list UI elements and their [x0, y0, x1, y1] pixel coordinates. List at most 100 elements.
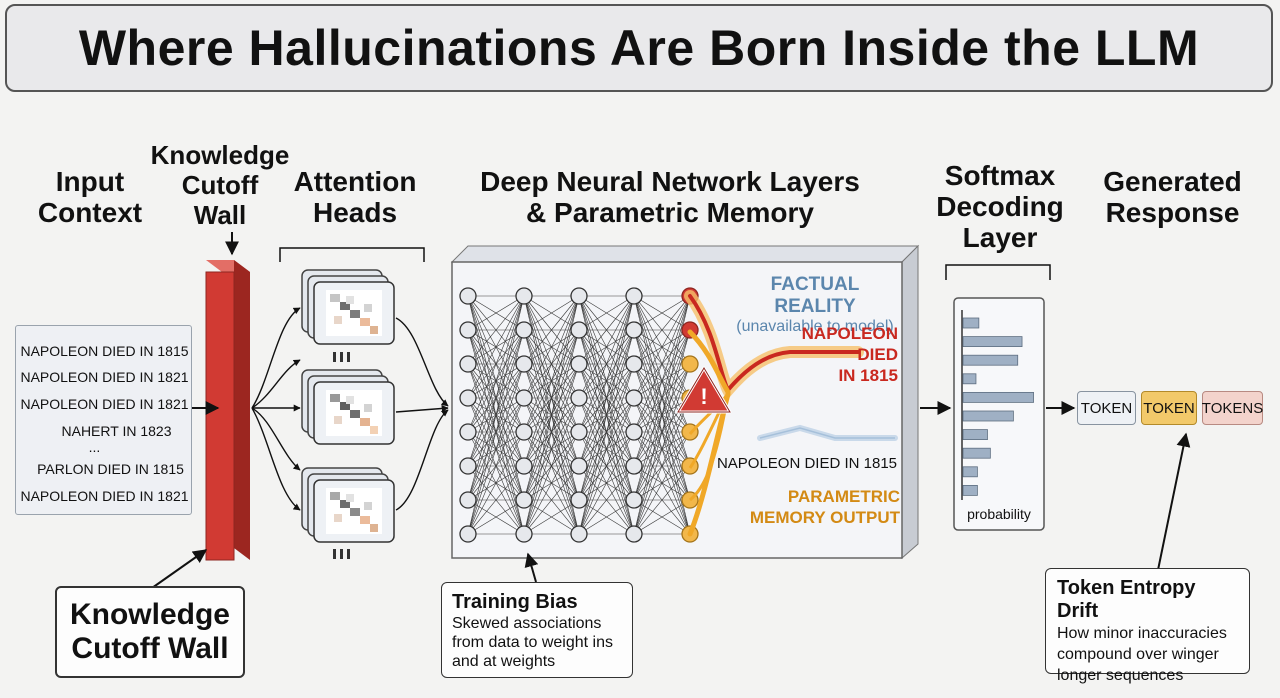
network-node: [459, 389, 477, 407]
network-node: [625, 525, 643, 543]
training-bias-title: Training Bias: [452, 591, 578, 613]
network-edge: [578, 295, 635, 501]
attention-head-stack-3: [301, 467, 395, 543]
network-edge: [523, 295, 580, 433]
network-edge: [467, 329, 525, 535]
training-bias-line: and at weights: [452, 653, 556, 670]
network-node: [625, 457, 643, 475]
napoleon-plain-label: NAPOLEON DIED IN 1815: [716, 455, 898, 472]
softmax-bar: [962, 336, 1023, 348]
network-node: [515, 457, 533, 475]
parametric-line: PARAMETRIC: [787, 487, 900, 506]
input-line: NAPOLEON DIED IN 1821: [20, 369, 189, 385]
network-node: [570, 355, 588, 373]
token-entropy-title: Token Entropy Drift: [1057, 577, 1196, 622]
training-bias-box: Training Bias Skewed associations from d…: [441, 582, 633, 678]
network-edge: [578, 295, 635, 535]
network-edge: [633, 295, 691, 535]
token-entropy-line: longer sequences: [1057, 667, 1184, 684]
parametric-line: MEMORY OUTPUT: [749, 508, 900, 527]
network-node: [570, 491, 588, 509]
network-edge: [633, 295, 691, 331]
probability-label: probability: [967, 506, 1031, 522]
header-attention-heads: Attention Heads: [280, 166, 430, 228]
network-edge: [633, 465, 691, 535]
network-edge: [633, 397, 691, 535]
header-line: Response: [1105, 197, 1240, 228]
softmax-brace: [945, 264, 1051, 280]
network-edge: [523, 397, 580, 535]
network-edge: [578, 295, 635, 467]
softmax-bar: [962, 373, 977, 385]
network-node: [459, 355, 477, 373]
factual-reality-note: (unavailable to model): [736, 318, 894, 335]
network-edge: [633, 363, 691, 535]
header-line: & Parametric Memory: [526, 197, 814, 228]
network-node: [515, 423, 533, 441]
attention-brace: [279, 247, 425, 262]
network-node: [625, 355, 643, 373]
wall-to-heads-arrows: [251, 307, 301, 511]
network-edge: [633, 295, 691, 399]
network-edge: [523, 295, 580, 535]
network-node: [625, 287, 643, 305]
knowledge-cutoff-wall: [205, 260, 250, 561]
softmax-bars: [962, 317, 1034, 496]
napoleon-line: DIED: [857, 345, 898, 364]
token-chip: TOKENS: [1202, 391, 1263, 425]
network-edge: [523, 295, 580, 365]
input-line: NAHERT IN 1823: [61, 423, 172, 439]
network-node: [459, 321, 477, 339]
network-node: [625, 491, 643, 509]
network-node: [515, 355, 533, 373]
network-node: [459, 457, 477, 475]
header-softmax: Softmax Decoding Layer: [920, 160, 1080, 253]
heads-to-network-arrows: [395, 317, 449, 511]
input-line: ...: [88, 439, 101, 455]
token-entropy-line: compound over winger: [1057, 646, 1219, 663]
network-edge: [523, 499, 580, 535]
network-edge: [633, 295, 691, 365]
softmax-bar: [962, 410, 1014, 422]
network-node: [515, 525, 533, 543]
input-line: NAPOLEON DIED IN 1821: [20, 488, 189, 504]
network-node: [515, 287, 533, 305]
network-node: [570, 321, 588, 339]
network-edge: [578, 465, 635, 535]
network-edge: [523, 295, 580, 467]
network-node: [459, 287, 477, 305]
header-line: Knowledge: [150, 140, 290, 170]
network-node: [515, 321, 533, 339]
network-edge: [633, 329, 691, 535]
network-edge: [578, 499, 635, 535]
page-title: Where Hallucinations Are Born Inside the…: [78, 20, 1200, 76]
network-edge: [633, 499, 691, 535]
network-edge: [467, 465, 525, 535]
header-line: Deep Neural Network Layers: [480, 166, 860, 197]
network-edge: [523, 329, 580, 535]
knowledge-cutoff-box: Knowledge Cutoff Wall: [55, 586, 245, 678]
header-knowledge-cutoff: Knowledge Cutoff Wall: [140, 140, 300, 230]
network-edges: [459, 287, 699, 543]
header-generated-response: Generated Response: [1090, 166, 1255, 228]
header-line: Heads: [312, 197, 398, 228]
network-edge: [633, 295, 691, 467]
network-edge: [467, 397, 525, 535]
stack-dots: [333, 352, 350, 559]
softmax-bar: [962, 317, 980, 329]
network-node: [681, 355, 699, 373]
network-node: [570, 423, 588, 441]
input-line: NAPOLEON DIED IN 1815: [20, 343, 189, 359]
network-edge: [578, 295, 635, 331]
network-edge: [578, 295, 635, 433]
header-line: Attention: [293, 166, 417, 197]
network-edge: [467, 363, 525, 535]
network-edge: [578, 431, 635, 535]
network-node: [625, 423, 643, 441]
knowledge-cutoff-line: Knowledge: [69, 598, 230, 631]
cutoff-box-arrow: [151, 549, 208, 589]
softmax-bar: [962, 466, 978, 478]
token-chip: TOKEN: [1077, 391, 1136, 425]
network-node: [570, 287, 588, 305]
